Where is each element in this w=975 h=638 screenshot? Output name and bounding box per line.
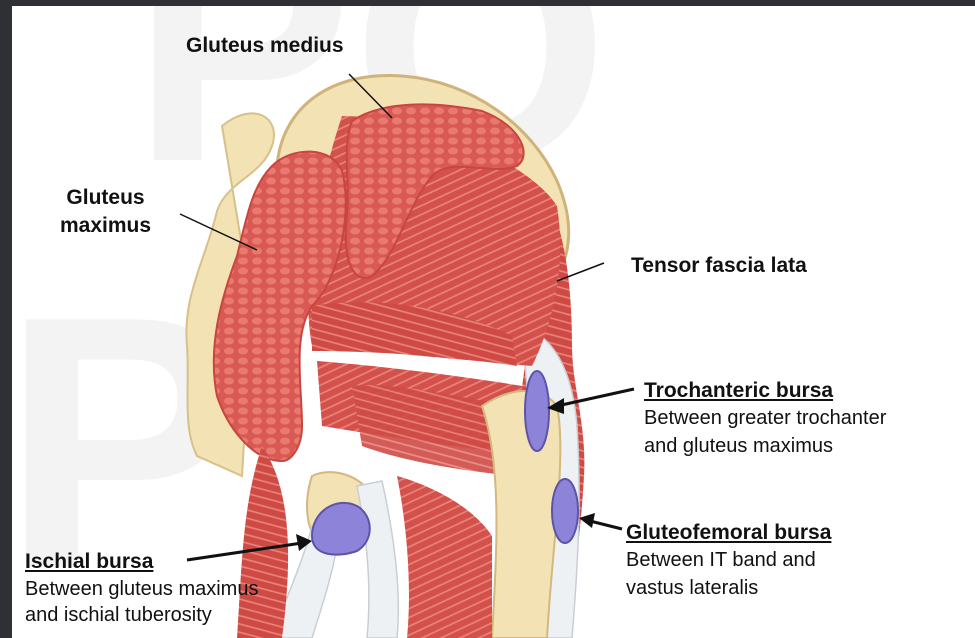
ischial-bursa-desc-2: and ischial tuberosity (25, 600, 258, 630)
trochanteric-bursa-desc-1: Between greater trochanter (644, 403, 886, 433)
gluteofemoral-bursa-shape (552, 479, 578, 543)
label-gluteofemoral-bursa: Gluteofemoral bursa Between IT band and … (626, 521, 831, 603)
diagram-frame: PO P (12, 6, 975, 638)
ischial-bursa-title: Ischial bursa (25, 550, 258, 574)
arrow-gluteofemoral (590, 521, 622, 529)
adductor-muscle (397, 476, 492, 638)
label-gluteus-maximus: Gluteus maximus (60, 184, 151, 240)
arrowhead-gluteofemoral (579, 513, 595, 528)
trochanteric-bursa-shape (525, 371, 549, 451)
label-ischial-bursa: Ischial bursa Between gluteus maximus an… (25, 550, 258, 630)
gluteofemoral-bursa-desc-1: Between IT band and (626, 545, 831, 575)
label-tensor-fascia-lata: Tensor fascia lata (631, 254, 807, 278)
trochanteric-bursa-desc-2: and gluteus maximus (644, 431, 886, 461)
label-gluteus-medius: Gluteus medius (186, 34, 344, 58)
label-trochanteric-bursa: Trochanteric bursa Between greater troch… (644, 379, 886, 461)
hamstring-tendon-2 (357, 481, 398, 638)
trochanteric-bursa-title: Trochanteric bursa (644, 379, 886, 403)
gluteofemoral-bursa-title: Gluteofemoral bursa (626, 521, 831, 545)
gluteofemoral-bursa-desc-2: vastus lateralis (626, 573, 831, 603)
